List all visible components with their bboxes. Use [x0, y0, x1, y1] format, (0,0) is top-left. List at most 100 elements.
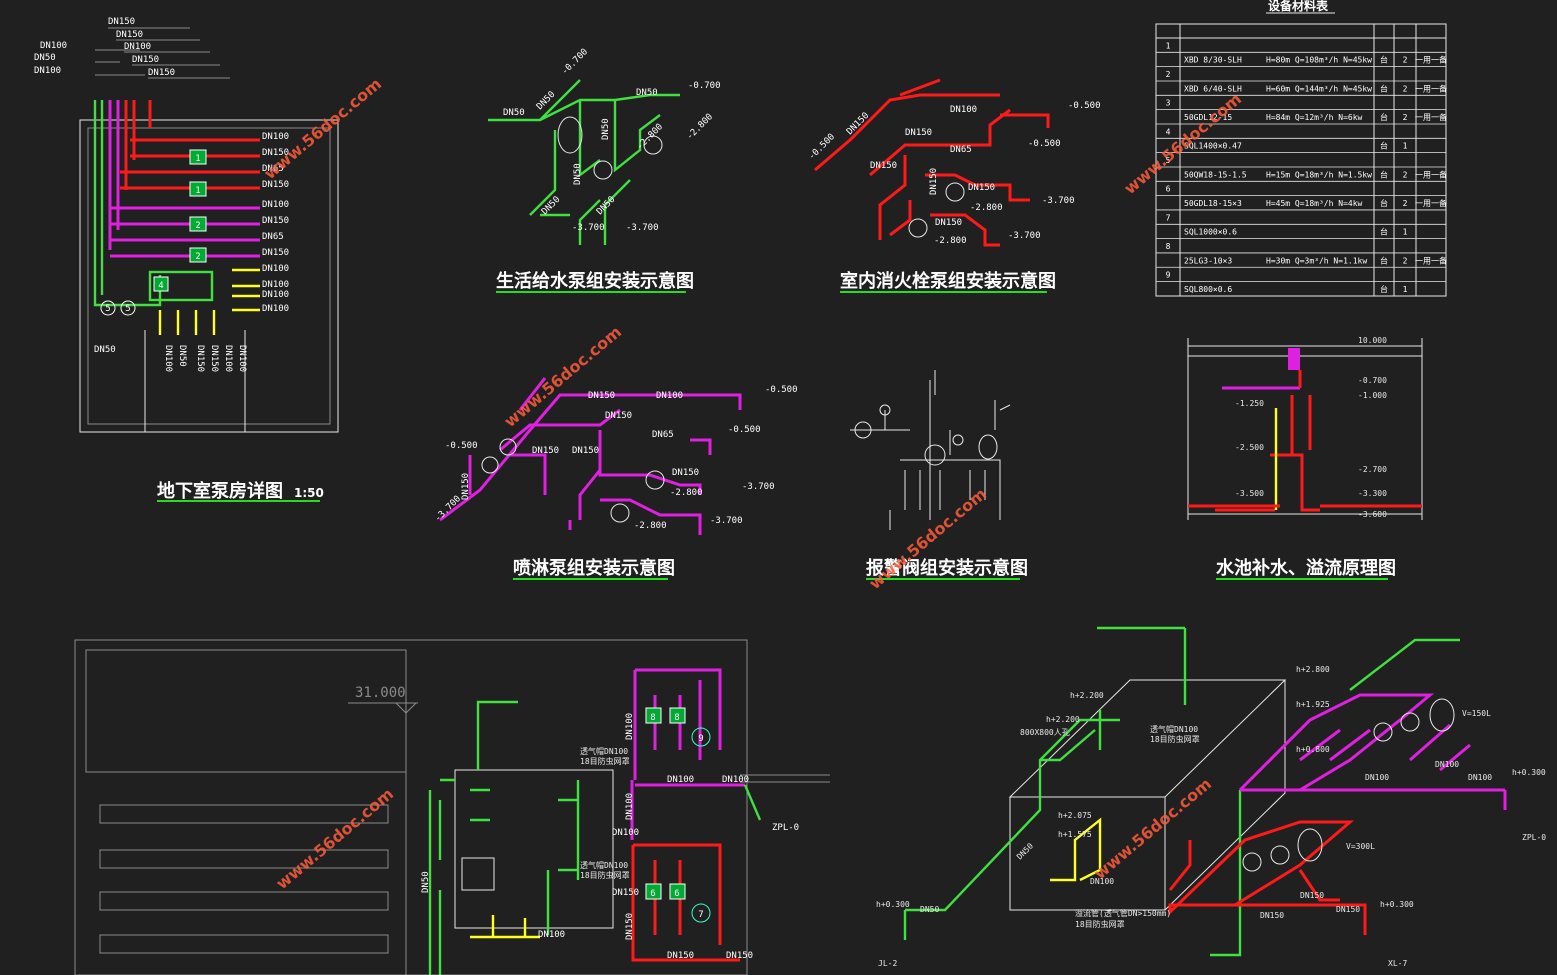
pipe-label: DN100	[950, 105, 977, 115]
pipe-label: DN100	[223, 345, 233, 372]
pipe-label: DN150	[572, 446, 599, 456]
svg-text:5: 5	[125, 304, 130, 314]
svg-text:4: 4	[158, 281, 163, 291]
pressure-tank	[1429, 698, 1455, 732]
elev-label: -2.500	[1235, 443, 1264, 452]
elev-label: -3.500	[1235, 489, 1264, 498]
elev-label: -3.700	[1008, 231, 1041, 241]
pipe-label: DN100	[262, 304, 289, 314]
roof-tank-isometric: h+2.800 h+2.200 h+2.200 h+1.925 h+0.800 …	[876, 626, 1546, 968]
riser-label: XL-7	[1388, 959, 1407, 968]
pipe-label: DN150	[935, 218, 962, 228]
pipe-label: DN150	[905, 128, 932, 138]
pipe-label: DN150	[132, 55, 159, 65]
pipe-label: DN100	[538, 930, 565, 940]
title-alarm: 报警阀组安装示意图	[866, 557, 1028, 579]
pipe-label: DN150	[726, 951, 753, 961]
pipe-label: DN150	[612, 888, 639, 898]
title-tank: 水池补水、溢流原理图	[1216, 557, 1396, 579]
pipe-label: DN100	[625, 793, 635, 820]
pump-tag-1: 1	[189, 149, 207, 165]
pipe-label: DN100	[722, 775, 749, 785]
table-cell-note: 一用一备	[1415, 55, 1447, 65]
elev-label: -2.800	[685, 112, 715, 142]
pipe-label: DN65	[950, 145, 972, 155]
domestic-line	[903, 710, 1120, 940]
drain-line	[470, 915, 540, 939]
vent-slot	[99, 849, 389, 869]
svg-text:7: 7	[698, 910, 703, 920]
elev-label: -1.250	[1235, 399, 1264, 408]
drain-line	[1050, 817, 1102, 882]
elev-label: h+1.575	[1058, 830, 1092, 839]
table-cell-model: XBD 6/40-SLH	[1184, 84, 1242, 93]
pipe-label: DN150	[209, 345, 219, 372]
elev-label: -0.500	[728, 425, 761, 435]
title-domestic: 生活给水泵组安装示意图	[496, 270, 694, 292]
domestic-line	[428, 700, 580, 975]
domestic-pump-set-diagram: DN50 DN50 DN50 DN50 DN50 DN50 DN50 -0.70…	[488, 47, 721, 293]
watermark: www.56doc.com	[260, 74, 385, 183]
table-cell-no: 1	[1166, 41, 1171, 50]
pipe-label: DN150	[588, 391, 615, 401]
table-cell-qty: 2	[1403, 113, 1408, 122]
valve-piping	[929, 370, 1011, 411]
pump-tag-2: 2	[189, 247, 207, 263]
vent-note: 透气帽DN100	[1150, 724, 1198, 734]
svg-text:6: 6	[674, 889, 679, 899]
elev-label: -2.800	[670, 488, 703, 498]
table-cell-spec: H=15m Q=18m³/h N=1.5kw	[1266, 170, 1372, 179]
table-cell-unit: 台	[1380, 141, 1388, 151]
table-cell-model: XBD 8/30-SLH	[1184, 56, 1242, 65]
elev-label: -3.700	[433, 494, 463, 524]
hydrant-line	[878, 200, 1000, 247]
elev-label: 10.000	[1358, 336, 1387, 345]
table-cell-spec: H=45m Q=18m³/h N=4kw	[1266, 199, 1363, 208]
table-cell-qty: 2	[1403, 199, 1408, 208]
pipe-label: DN150	[605, 411, 632, 421]
pipe-label: DN100	[237, 345, 247, 372]
pipe-label: DN150	[116, 30, 143, 40]
table-cell-unit: 台	[1380, 112, 1388, 122]
pipe-label: DN100	[262, 200, 289, 210]
table-cell-note: 一用一备	[1415, 83, 1447, 93]
pump	[643, 135, 663, 155]
pipe-label: DN150	[108, 17, 135, 27]
table-cell-unit: 台	[1380, 83, 1388, 93]
pump	[481, 456, 499, 474]
sprinkler-line	[1238, 693, 1507, 810]
pipe-label: DN150	[1260, 911, 1284, 920]
pipe-label: DN150	[672, 468, 699, 478]
table-cell-spec: H=80m Q=108m³/h N=45kw	[1266, 56, 1372, 65]
watermark: www.56doc.com	[272, 784, 397, 893]
table-cell-qty: 1	[1403, 285, 1408, 294]
elev-label: h+2.075	[1058, 811, 1092, 820]
sprinkler-line	[468, 408, 621, 495]
drain-line	[158, 310, 216, 335]
pipe-label: DN150	[461, 473, 471, 500]
pipe-label: DN150	[262, 180, 289, 190]
sprinkler-line	[578, 430, 702, 520]
pipe-label: DN150	[148, 68, 175, 78]
table-cell-no: 3	[1166, 99, 1171, 108]
hydrant-line	[631, 843, 740, 962]
table-cell-spec: H=84m Q=12m³/h N=6kw	[1266, 113, 1363, 122]
elevation-triangle	[348, 702, 418, 714]
table-cell-no: 6	[1166, 185, 1171, 194]
pump	[1270, 845, 1290, 865]
pipe-label: DN50	[34, 53, 56, 63]
pump	[1400, 712, 1420, 732]
pump-tag-8: 8	[645, 707, 662, 724]
pipe-label: DN50	[503, 108, 525, 118]
elev-label: -0.500	[445, 441, 478, 451]
elev-label: -0.500	[1028, 139, 1061, 149]
leader	[743, 784, 762, 821]
pump-tag-2: 2	[189, 216, 207, 232]
elev-label: -2.800	[634, 521, 667, 531]
pipe-label: DN150	[968, 183, 995, 193]
pipe-label: DN50	[177, 345, 187, 367]
table-cell-no: 7	[1166, 213, 1171, 222]
table-cell-note: 一用一备	[1415, 112, 1447, 122]
table-cell-no: 5	[1166, 156, 1171, 165]
pump	[1242, 852, 1262, 872]
